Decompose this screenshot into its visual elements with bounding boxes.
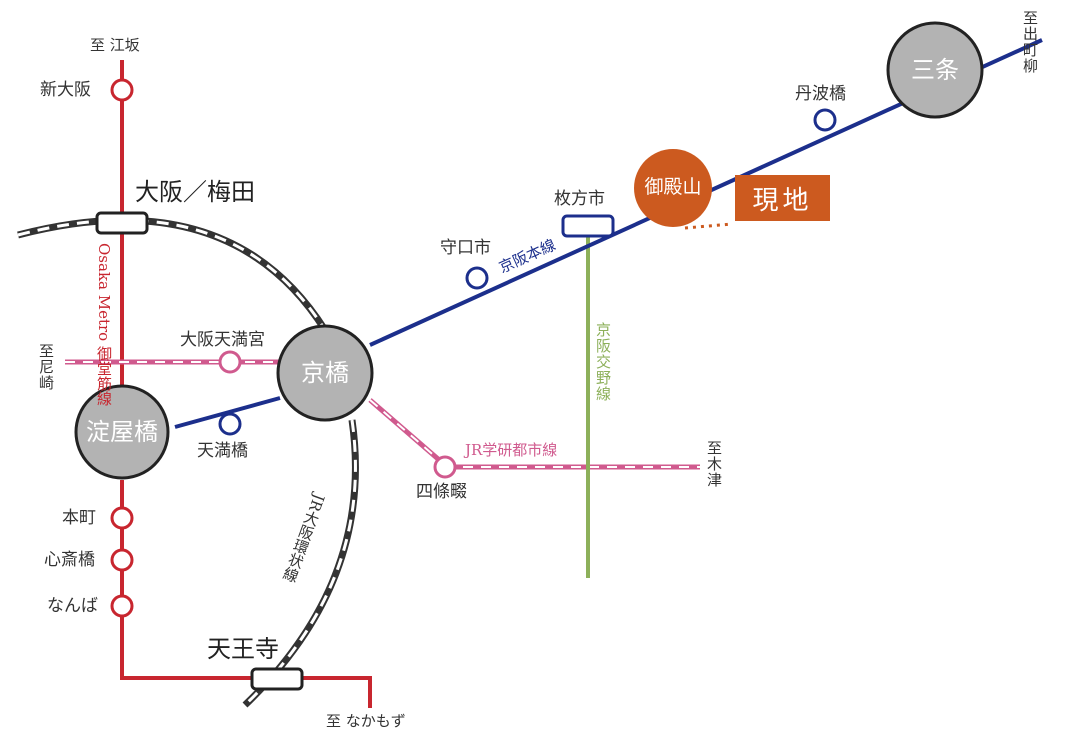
station-hirakatashi-label: 枚方市 <box>554 189 605 209</box>
station-shinsaibashi-label: 心斎橋 <box>44 550 95 570</box>
station-osaka-tenmangu-label: 大阪天満宮 <box>180 330 265 350</box>
line-label-midosuji: Osaka Metro 御堂筋線 <box>95 243 113 406</box>
station-shinsaibashi-marker <box>110 548 134 572</box>
hub-kyobashi-circle <box>276 324 374 422</box>
station-osaka-umeda-label: 大阪／梅田 <box>135 178 255 206</box>
station-shijonawate-marker <box>433 455 457 479</box>
hub-sanjo-label: 三条 <box>911 56 959 84</box>
station-honmachi-label: 本町 <box>62 508 96 528</box>
station-moriguchi-marker <box>465 266 489 290</box>
hub-sanjo-circle <box>886 21 984 119</box>
jr-loop-line <box>17 216 359 708</box>
station-tennoji-marker <box>250 667 304 691</box>
station-shin-osaka-label: 新大阪 <box>40 80 91 100</box>
station-namba-label: なんば <box>47 596 98 616</box>
station-osaka-tenmangu-marker <box>218 350 242 374</box>
destination-demachiyanagi-label: 至出町柳 <box>1021 10 1039 74</box>
station-namba-marker <box>110 594 134 618</box>
line-label-katano: 京阪交野線 <box>594 322 612 402</box>
destination-kizu-label: 至木津 <box>705 440 723 488</box>
station-markers <box>110 78 837 618</box>
destination-amagasaki-label: 至尼崎 <box>37 343 55 391</box>
destination-nakamozu-label: 至 なかもず <box>326 712 406 730</box>
station-shijonawate-label: 四條畷 <box>416 482 467 502</box>
station-tenmabashi-marker <box>218 412 242 436</box>
hub-gotenyama-label: 御殿山 <box>644 176 702 198</box>
station-moriguchi-label: 守口市 <box>440 238 491 258</box>
hub-yodoyabashi-label: 淀屋橋 <box>86 418 158 446</box>
station-shin-osaka-marker <box>110 78 134 102</box>
station-tambabashi-label: 丹波橋 <box>795 84 846 104</box>
station-tenmabashi-label: 天満橋 <box>197 441 248 461</box>
station-tennoji-label: 天王寺 <box>207 635 279 663</box>
current-location-badge: 現地 <box>735 175 830 221</box>
jr-gakkentoshi-line <box>65 359 700 470</box>
hub-gotenyama-circle <box>634 149 712 227</box>
hub-kyobashi-label: 京橋 <box>301 359 349 387</box>
station-hirakatashi-marker <box>561 214 615 238</box>
station-honmachi-marker <box>110 506 134 530</box>
hub-yodoyabashi-circle <box>74 384 170 480</box>
destination-esaka-label: 至 江坂 <box>90 36 140 54</box>
station-tambabashi-marker <box>813 108 837 132</box>
station-osaka-umeda-marker <box>95 211 149 235</box>
current-location-connector <box>684 222 733 230</box>
line-label-gakkentoshi: JR学研都市線 <box>465 441 558 459</box>
